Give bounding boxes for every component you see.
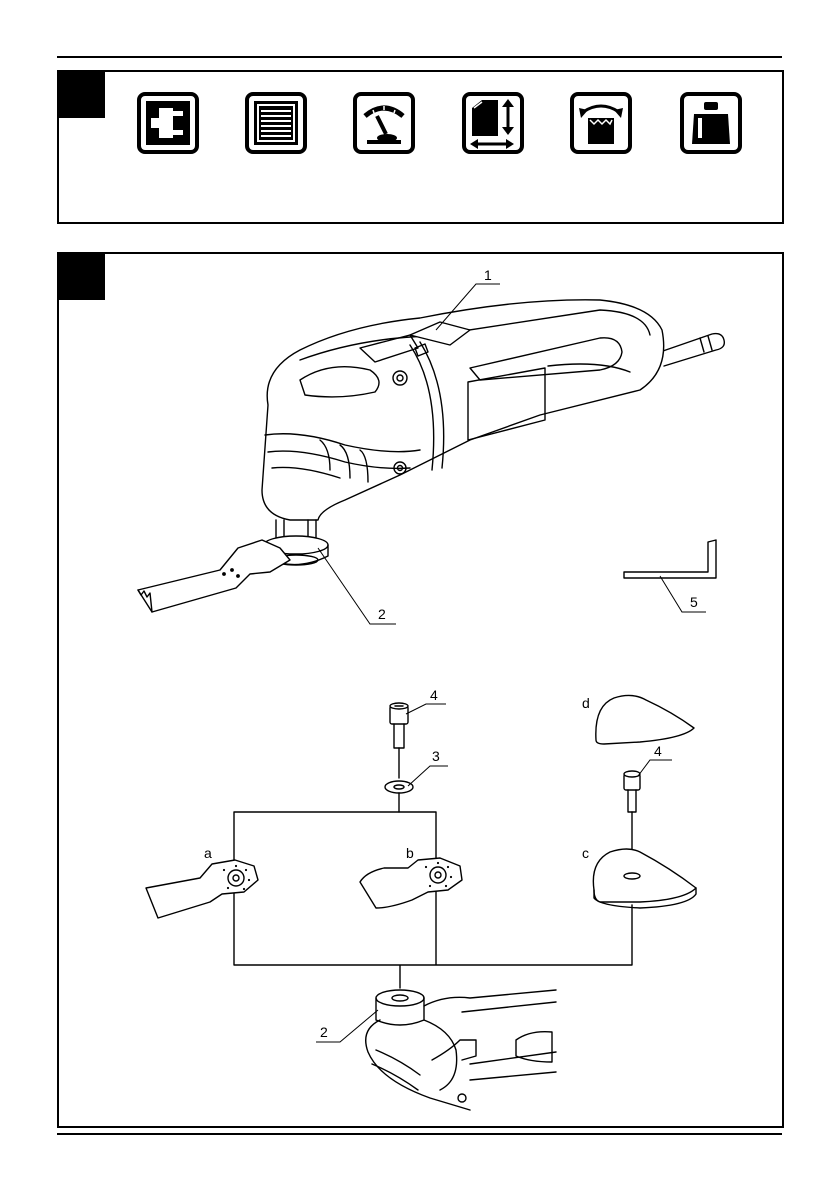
callout-screw-left: 4 (430, 687, 438, 703)
label-accessory-d: d (582, 695, 590, 711)
bottom-rule (57, 1133, 782, 1135)
callout-hex-key: 5 (690, 594, 698, 610)
callout-screw-right: 4 (654, 743, 662, 759)
saw-blade-mounted (138, 540, 290, 612)
label-accessory-c: c (582, 845, 589, 861)
multi-tool-head-detail (366, 990, 556, 1110)
accessory-b-segment-blade (360, 858, 462, 908)
accessory-c-sanding-pad (593, 849, 696, 908)
label-accessory-a: a (204, 845, 212, 861)
accessory-a-saw-blade (146, 860, 258, 918)
multi-tool-body (262, 300, 724, 565)
screw-right (624, 771, 640, 860)
callout-tool-holder-lower: 2 (320, 1024, 328, 1040)
callout-washer: 3 (432, 748, 440, 764)
label-accessory-b: b (406, 845, 414, 861)
accessory-d-sanding-sheet (596, 695, 694, 744)
screw-left (390, 703, 408, 778)
callout-switch: 1 (484, 267, 492, 283)
hex-key (624, 540, 716, 578)
callout-tool-holder: 2 (378, 606, 386, 622)
